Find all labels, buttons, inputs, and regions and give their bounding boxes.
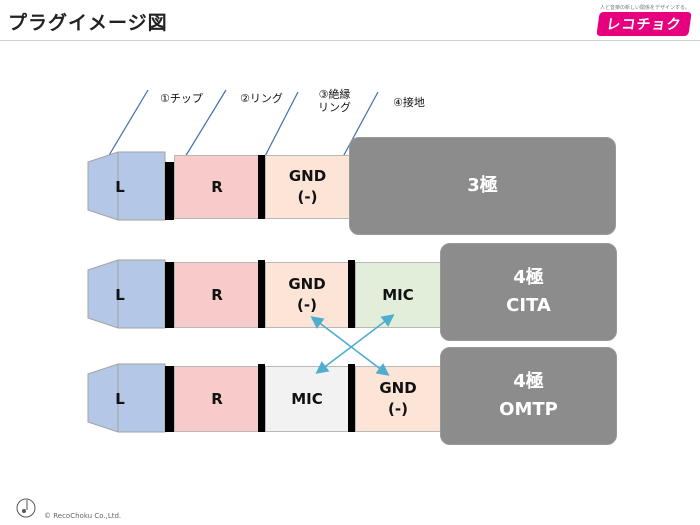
plug1-gnd-segment: GND (-)	[265, 155, 350, 219]
callout-line-insulator	[337, 91, 379, 167]
plug3-insulator-2	[258, 364, 265, 432]
plug3-mic-segment: MIC	[265, 366, 349, 432]
plug1-insulator-2	[258, 155, 265, 219]
plug2-insulator-2	[258, 260, 265, 328]
plug2-insulator-1	[165, 262, 174, 328]
plug3-insulator-1	[165, 366, 174, 432]
logo-tagline: 人と音楽の新しい関係をデザインする。	[600, 5, 691, 11]
callout-insulator: ③絶縁 リング	[318, 88, 351, 114]
callout-line-tip	[181, 89, 227, 163]
callout-line-sleeve	[104, 89, 149, 163]
page-title: プラグイメージ図	[8, 12, 168, 34]
plug2-left-label: L	[115, 285, 125, 304]
callout-tip: ①チップ	[160, 92, 203, 105]
plug3-gnd-segment: GND (-)	[355, 366, 441, 432]
callout-line-ring	[261, 91, 299, 163]
plug1-left-label: L	[115, 177, 125, 196]
plug2-insulator-3	[348, 260, 355, 328]
plug2-pole-box: 4極 CITA	[440, 243, 617, 341]
callout-ground: ④接地	[393, 96, 425, 109]
callout-ring: ②リング	[240, 92, 283, 105]
plug3-right-segment: R	[174, 366, 260, 432]
copyright-text: © RecoChoku Co.,Ltd.	[44, 512, 122, 520]
plug1-right-segment: R	[174, 155, 260, 219]
plug3-insulator-3	[348, 364, 355, 432]
plug2-right-segment: R	[174, 262, 260, 328]
plug1-insulator-1	[165, 162, 174, 220]
plug3-pole-box: 4極 OMTP	[440, 347, 617, 445]
swap-arrow-mic	[315, 314, 395, 374]
plug1-pole-box: 3極	[349, 137, 616, 235]
title-divider	[0, 40, 700, 41]
plug3-left-label: L	[115, 389, 125, 408]
